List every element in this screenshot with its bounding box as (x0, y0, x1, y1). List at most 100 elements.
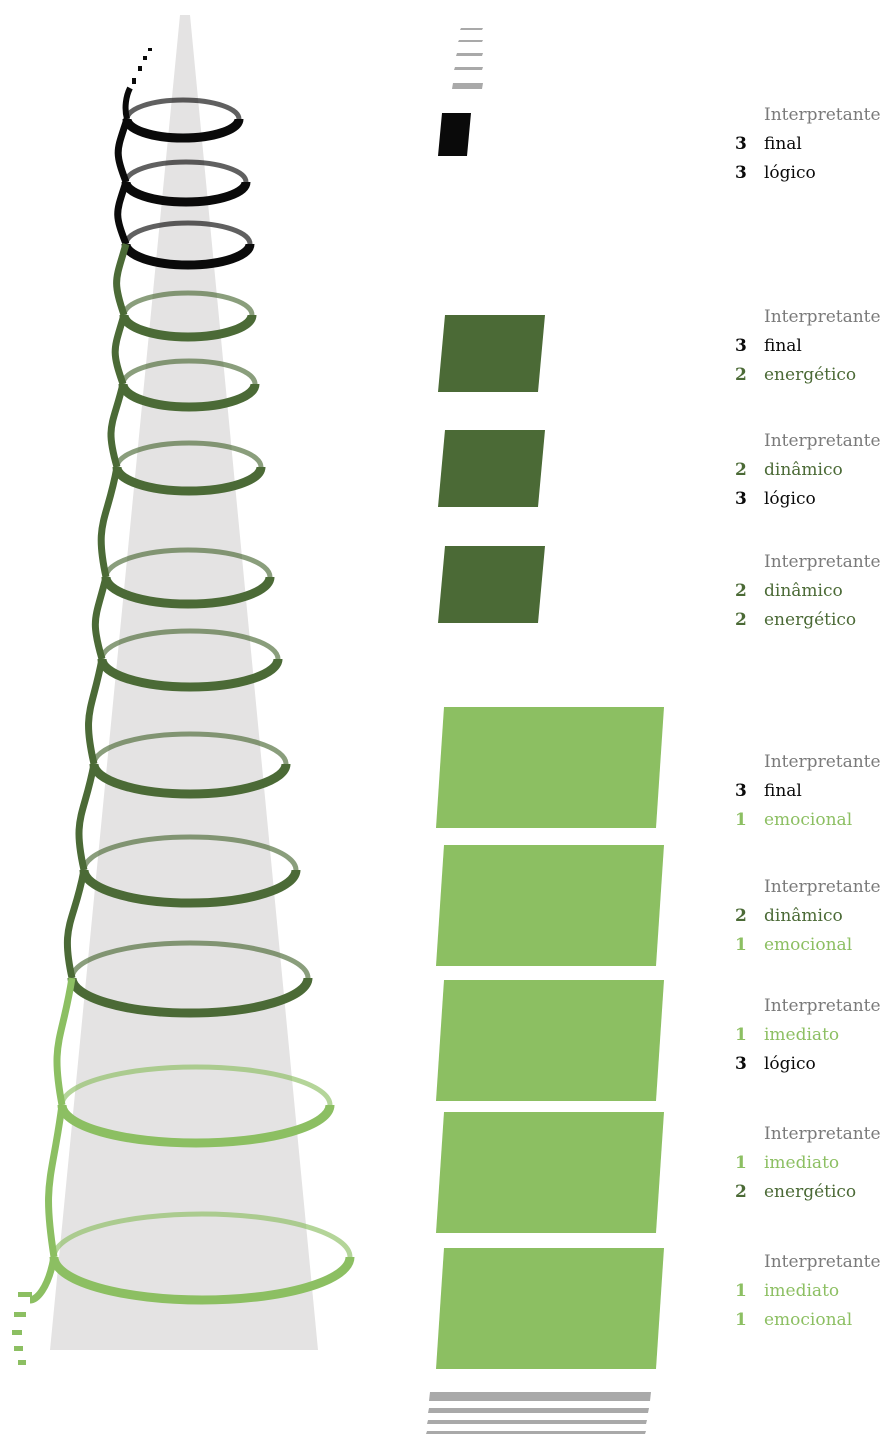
label-number: 3 (735, 1050, 764, 1079)
spiral-connector (49, 1105, 62, 1257)
spiral-tail-bottom (30, 1257, 54, 1300)
label-term: emocional (764, 935, 852, 955)
grey-bar (452, 83, 483, 89)
block-level2 (438, 546, 545, 623)
label-term: imediato (764, 1281, 839, 1301)
spiral-dash (18, 1292, 32, 1297)
block-level1 (436, 980, 664, 1101)
label-term: energético (764, 365, 856, 385)
label-number: 1 (735, 1021, 764, 1050)
spiral-dash (12, 1330, 22, 1335)
label-number: 3 (735, 130, 764, 159)
label-title: Interpretante (735, 1248, 885, 1277)
label-number: 1 (735, 1306, 764, 1335)
label-number: 2 (735, 361, 764, 390)
grey-bar (429, 1392, 651, 1401)
label-title: Interpretante (735, 873, 885, 902)
label-term: energético (764, 610, 856, 630)
block-level3 (438, 113, 471, 156)
label-title: Interpretante (735, 748, 885, 777)
grey-bar (456, 53, 483, 56)
spiral-connector (57, 978, 72, 1105)
dashes-top (132, 48, 152, 84)
label-title: Interpretante (735, 427, 885, 456)
spiral-connector (118, 182, 126, 244)
spiral-dash (138, 66, 142, 71)
label-term: dinâmico (764, 906, 843, 926)
label-line: 1emocional (735, 931, 885, 960)
label-term: dinâmico (764, 581, 843, 601)
spiral-connector (101, 467, 117, 577)
label-number: 2 (735, 577, 764, 606)
block-level2 (438, 315, 545, 392)
spiral-connector (89, 659, 102, 764)
label-term: final (764, 781, 802, 801)
label-line: 3final (735, 777, 885, 806)
label-number: 3 (735, 485, 764, 514)
block-level1 (436, 1112, 664, 1233)
label-term: lógico (764, 163, 816, 183)
label-term: emocional (764, 1310, 852, 1330)
grey-bar (428, 1408, 649, 1413)
label-term: energético (764, 1182, 856, 1202)
spiral-connector (79, 764, 94, 870)
label-title: Interpretante (735, 303, 885, 332)
spiral-connector (118, 119, 127, 182)
spiral-dash (132, 78, 136, 84)
spiral-connector (115, 315, 124, 384)
spiral-dash (148, 48, 152, 51)
blocks (426, 28, 664, 1434)
spiral-dash (14, 1312, 26, 1317)
block-level1 (436, 845, 664, 966)
spiral-dash (18, 1360, 26, 1365)
block-level2 (438, 430, 545, 507)
label-term: lógico (764, 489, 816, 509)
block-level1 (436, 1248, 664, 1369)
label-line: 1emocional (735, 1306, 885, 1335)
label-number: 2 (735, 606, 764, 635)
grey-bar (460, 28, 483, 30)
label-number: 1 (735, 1277, 764, 1306)
label-number: 2 (735, 1178, 764, 1207)
block-level1 (436, 707, 664, 828)
label-line: 2energético (735, 361, 885, 390)
label-term: imediato (764, 1153, 839, 1173)
grey-bar (427, 1420, 647, 1424)
grey-bar (458, 40, 483, 42)
label-number: 3 (735, 332, 764, 361)
label-term: final (764, 336, 802, 356)
label-number: 1 (735, 931, 764, 960)
label-title: Interpretante (735, 548, 885, 577)
label-block: Interpretante 3final 2energético (735, 303, 885, 390)
label-number: 2 (735, 456, 764, 485)
label-title: Interpretante (735, 101, 885, 130)
label-term: imediato (764, 1025, 839, 1045)
label-number: 3 (735, 777, 764, 806)
spiral-connector (111, 384, 123, 467)
label-term: dinâmico (764, 460, 843, 480)
spiral-dash (143, 56, 147, 60)
spiral-connector (117, 244, 126, 315)
label-block: Interpretante 2dinâmico 2energético (735, 548, 885, 635)
label-title: Interpretante (735, 1120, 885, 1149)
